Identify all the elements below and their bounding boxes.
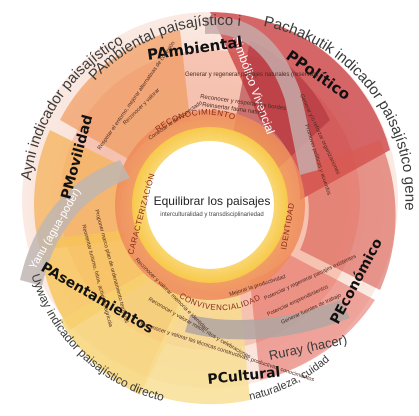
- center-hole: [146, 141, 274, 269]
- blade-red-2: [300, 140, 396, 290]
- ambiental-item-1: Generar y regenerar paisajes naturales (…: [185, 72, 318, 78]
- blade-yellow-3: [140, 290, 250, 405]
- yanu-band: [20, 160, 130, 286]
- blade-yellow-2: [60, 270, 190, 395]
- center-title: Equilibrar los paisajes: [154, 194, 271, 208]
- simbolico-band: [205, 17, 318, 175]
- ruray-band: [185, 300, 350, 340]
- sector-cultural-title: PCultural: [207, 364, 281, 388]
- center-subtitle: interculturalidad y transdisciplinarieda…: [160, 212, 263, 218]
- blade-yellow-1: [40, 230, 150, 330]
